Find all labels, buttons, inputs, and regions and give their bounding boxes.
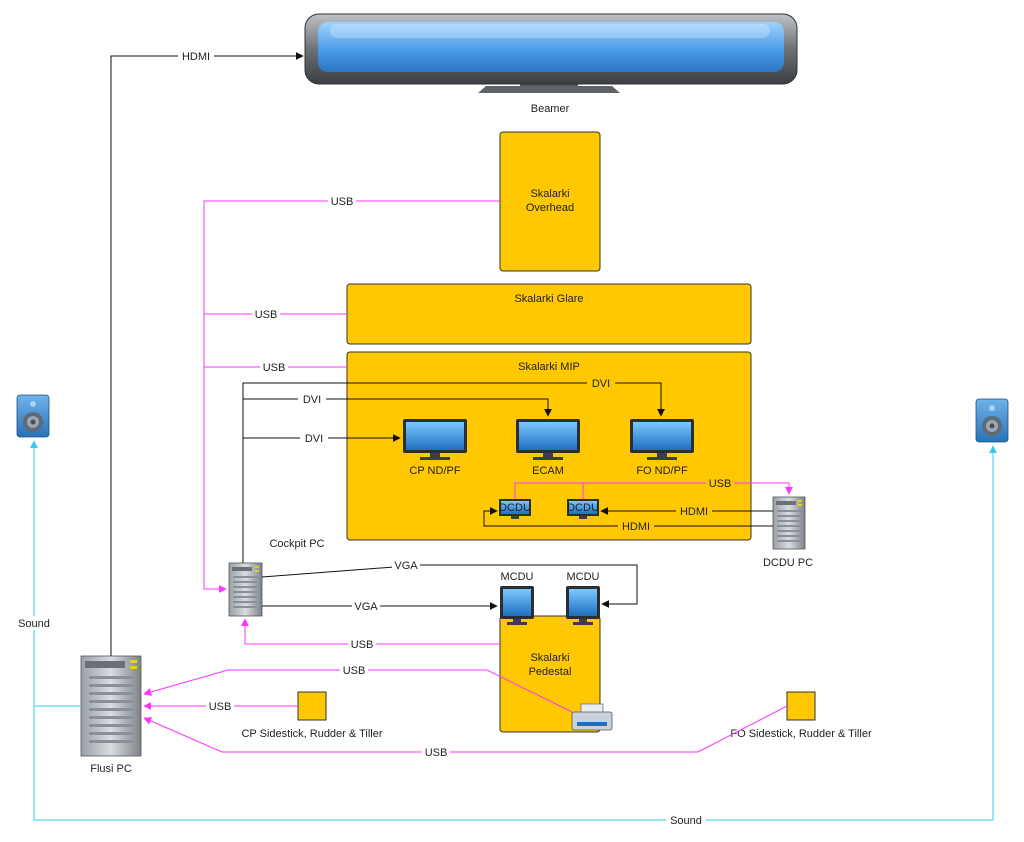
flusi-pc-label: Flusi PC [90,763,132,775]
edge-usb-dcdu [514,482,793,499]
dcdu-pc-label: DCDU PC [763,557,813,569]
edge-label: DVI [592,378,610,390]
monitor-icon [500,586,534,625]
edge-label: VGA [394,560,418,572]
cp-nd-pf-label: CP ND/PF [409,465,460,477]
speaker-icon [975,398,1009,443]
skalarki-mip-label: Skalarki MIP [518,361,580,373]
tower-pc-icon [228,562,263,617]
edge-label: Sound [18,618,50,630]
printer-icon [571,703,613,731]
edge-dvi-ecam [243,398,552,417]
edge-usb-fo-sidestick [143,705,788,753]
edge-label: USB [709,478,732,490]
edge-label: USB [351,639,374,651]
edge-usb-pedestal [241,618,500,645]
edge-label: USB [331,196,354,208]
fo-sidestick-label: FO Sidestick, Rudder & Tiller [730,728,872,740]
cp-sidestick-label: CP Sidestick, Rudder & Tiller [241,728,382,740]
tower-pc-icon [772,496,806,550]
monitor-icon [566,586,600,625]
cp-sidestick-box [297,691,327,721]
edge-vga-mcdu2 [261,564,638,608]
fo-sidestick-box [786,691,816,721]
monitor-icon [516,419,580,460]
edge-label: USB [263,362,286,374]
edge-label: USB [425,747,448,759]
mcdu-2-label: MCDU [567,571,600,583]
mcdu-1-label: MCDU [501,571,534,583]
cockpit-pc-label: Cockpit PC [269,538,324,550]
dcdu-2-label: DCDU [567,502,599,514]
edge-label: HDMI [622,521,650,533]
edge-label: USB [255,309,278,321]
edge-sound-bottom [33,445,997,821]
edge-label: DVI [305,433,323,445]
ecam-label: ECAM [532,465,564,477]
edge-label: VGA [354,601,378,613]
edge-hdmi-beamer [110,52,304,656]
beamer-label: Beamer [531,103,570,115]
edge-label: Sound [670,815,702,827]
edge-label: HDMI [680,506,708,518]
monitor-icon [630,419,694,460]
dcdu-display-1 [499,499,531,519]
dcdu-display-2 [567,499,599,519]
edge-label: USB [343,665,366,677]
dcdu-1-label: DCDU [499,502,531,514]
skalarki-pedestal-box [499,615,601,733]
tower-pc-icon [80,655,142,757]
speaker-icon [16,394,50,438]
fo-nd-pf-label: FO ND/PF [636,465,688,477]
edge-sound-left [30,440,81,707]
monitor-icon [403,419,467,460]
edge-dvi-fo [242,382,665,563]
beamer-icon [304,13,798,93]
skalarki-glare-label: Skalarki Glare [514,293,583,305]
edge-label: DVI [303,394,321,406]
edge-label: HDMI [182,51,210,63]
edge-label: USB [209,701,232,713]
